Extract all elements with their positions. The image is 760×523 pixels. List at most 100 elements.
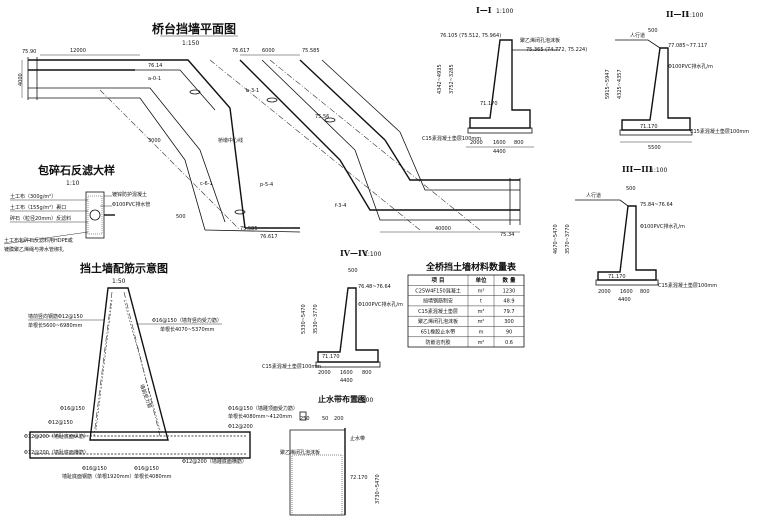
rebar-a10: 墙趾底面钢筋（单根1920mm） [62,473,134,480]
plan-view: 桥台挡墙平面图 1:150 1 [18,21,521,240]
sec1-elev-bot: 71.170 [480,101,498,107]
sec4-elev-bot: 71.170 [322,354,340,360]
table-title: 全桥挡土墙材料数量表 [425,261,517,273]
filter-l2: 土工布（155g/m²）裹口 [10,204,66,211]
sec1-dim-4400: 4400 [493,149,506,155]
sec2-dims-v: 5915~5947 [605,69,611,99]
sec3-dims-v2: 3570~3770 [565,224,571,254]
rebar-a9: Φ16@150 [82,466,107,472]
plan-dim-40000: 40000 [435,226,451,232]
table-cell: C25W4F150混凝土 [415,287,460,294]
rebar-a16: Φ12@200（墙踵底面横筋） [182,458,247,465]
rebar-a7: Φ12@200（墙趾底面纵筋） [24,433,89,440]
sec2-c15: C15素混凝土垫层100mm [690,128,749,135]
table-cell: C15素混凝土垫层 [418,308,458,315]
rebar-diagram: 挡土墙配筋示意图 1:50 墙前竖向钢筋Φ12@150 单根长5600~6980… [24,261,298,480]
sec1-joint: 聚乙烯闭孔泡沫板 [520,37,560,44]
plan-elev-7590: 75.90 [22,49,36,55]
ws-joint: 聚乙烯闭孔泡沫板 [280,449,320,456]
table-cell: t [480,299,482,305]
filter-l5: 镀膜聚乙烯绳与排水管绑扎 [4,246,64,253]
sec3-dims-v: 4670~5470 [553,224,559,254]
table-cell: 聚乙烯闭孔泡沫板 [418,318,458,325]
sec2-elev-top: 77.085~77.117 [668,43,707,49]
sec1-elev-top: 76.105 (75.512, 75.964) [440,33,501,39]
table-cell: m³ [478,309,485,315]
sec3-dim-2000: 2000 [598,289,611,295]
table-cell: 90 [506,330,512,336]
rebar-a13: Φ16@150（墙踵顶面受力筋） [228,405,298,412]
sec1-c15: C15素混凝土垫层100mm [422,135,481,142]
sec4-dims-v2: 3530~3770 [313,304,319,334]
plan-elev-76617-bot: 76.617 [260,234,278,240]
rebar-a11: Φ16@150 [134,466,159,472]
table-cell: 651橡胶止水带 [421,329,456,336]
ws-title: 止水带布置图 [318,394,366,404]
plan-dim-12000: 12000 [70,48,86,54]
sec3-walk: 人行道 [586,192,601,199]
sec3-title: III—III [622,164,653,174]
ws-band: 止水带 [350,435,365,442]
ws-dim-250: 250 [300,416,310,422]
plan-dim-6000: 6000 [262,48,275,54]
table-cell: 防嵌溶剂胶 [425,339,450,346]
sec2-scale: 1:100 [686,12,703,19]
sec4-scale: 1:100 [364,251,381,258]
rebar-a6: Φ12@150 [48,420,73,426]
sec2-title: II—II [666,9,689,19]
table-header-cell: 单位 [475,276,487,284]
sec3-dim-500: 500 [626,186,636,192]
sec4-pipe: Φ100PVC排水孔/m [358,301,403,308]
plan-dim-500: 500 [176,214,186,220]
section-1: I—I 1:100 76.105 (75.512, 75.964) 75.365… [422,5,587,155]
rebar-a1: 墙前竖向钢筋Φ12@150 [28,313,83,320]
table-cell: m² [478,340,485,346]
sec3-c15: C15素混凝土垫层100mm [658,282,717,289]
ws-scale: 1:100 [356,397,373,404]
section-3: III—III 1:100 人行道 500 75.84~76.64 Φ100PV… [553,164,717,303]
plan-scale: 1:150 [182,40,199,47]
plan-elev-7534: 75.34 [500,232,514,238]
plan-elev-75585-top: 75.585 [302,48,320,54]
rebar-a12: 单根长4080mm [134,473,172,480]
sec4-dims-v: 5330~5470 [301,304,307,334]
ws-elev: 72.170 [350,475,368,481]
ws-dim-50: 50 [322,416,328,422]
sec4-c15: C15素混凝土垫层100mm [262,363,321,370]
rebar-a4: 单根长4070~5370mm [160,326,215,333]
sec1-dim-800: 800 [514,140,524,146]
filter-l4: 土工布包碎石反滤料用HDPE或 [4,237,73,244]
table-cell: 1230 [503,288,516,294]
plan-elev-7614: 76.14 [148,63,162,69]
sec3-dim-4400: 4400 [618,297,631,303]
filter-r2: Φ100PVC排水管 [112,201,150,208]
plan-title: 桥台挡墙平面图 [152,21,236,36]
sec1-dim-2000: 2000 [470,140,483,146]
rebar-a14: 单根长4080mm~4120mm [228,413,292,420]
sec4-dim-800: 800 [362,370,372,376]
sec3-elev-top: 75.84~76.64 [640,202,673,208]
plan-center-label: 桥墩中心线 [218,137,243,144]
plan-sec-e: f-3-4 [335,203,346,209]
sec4-elev-top: 76.48~76.64 [358,284,391,290]
table-header-cell: 项 目 [432,276,445,284]
rebar-a3: Φ16@150（墙背竖向受力筋） [152,317,222,324]
table-cell: 79.7 [503,309,514,315]
rebar-a17: 墙前受力筋 [138,383,153,409]
section-4: IV—IV 1:100 500 76.48~76.64 Φ100PVC排水孔/m… [262,248,403,384]
filter-l3: 碎石（粒径20mm）反滤料 [10,215,71,222]
plan-sec-c: c-6-1 [200,181,213,187]
sec4-dim-1600: 1600 [340,370,353,376]
sec1-elev-right: 75.365 (74.772, 75.224) [526,47,587,53]
plan-elev-75585-bot: 75.585 [240,226,258,232]
rebar-a5: Φ16@150 [60,406,85,412]
table-cell: m² [478,319,485,325]
sec1-dims-v2: 3752~3285 [449,64,455,94]
rebar-scale: 1:50 [112,278,126,285]
sec3-dim-1600: 1600 [620,289,633,295]
rebar-a8: Φ12@200（墙趾底面横筋） [24,449,89,456]
rebar-a15: Φ12@200 [228,424,253,430]
table-cell: m³ [478,288,485,294]
